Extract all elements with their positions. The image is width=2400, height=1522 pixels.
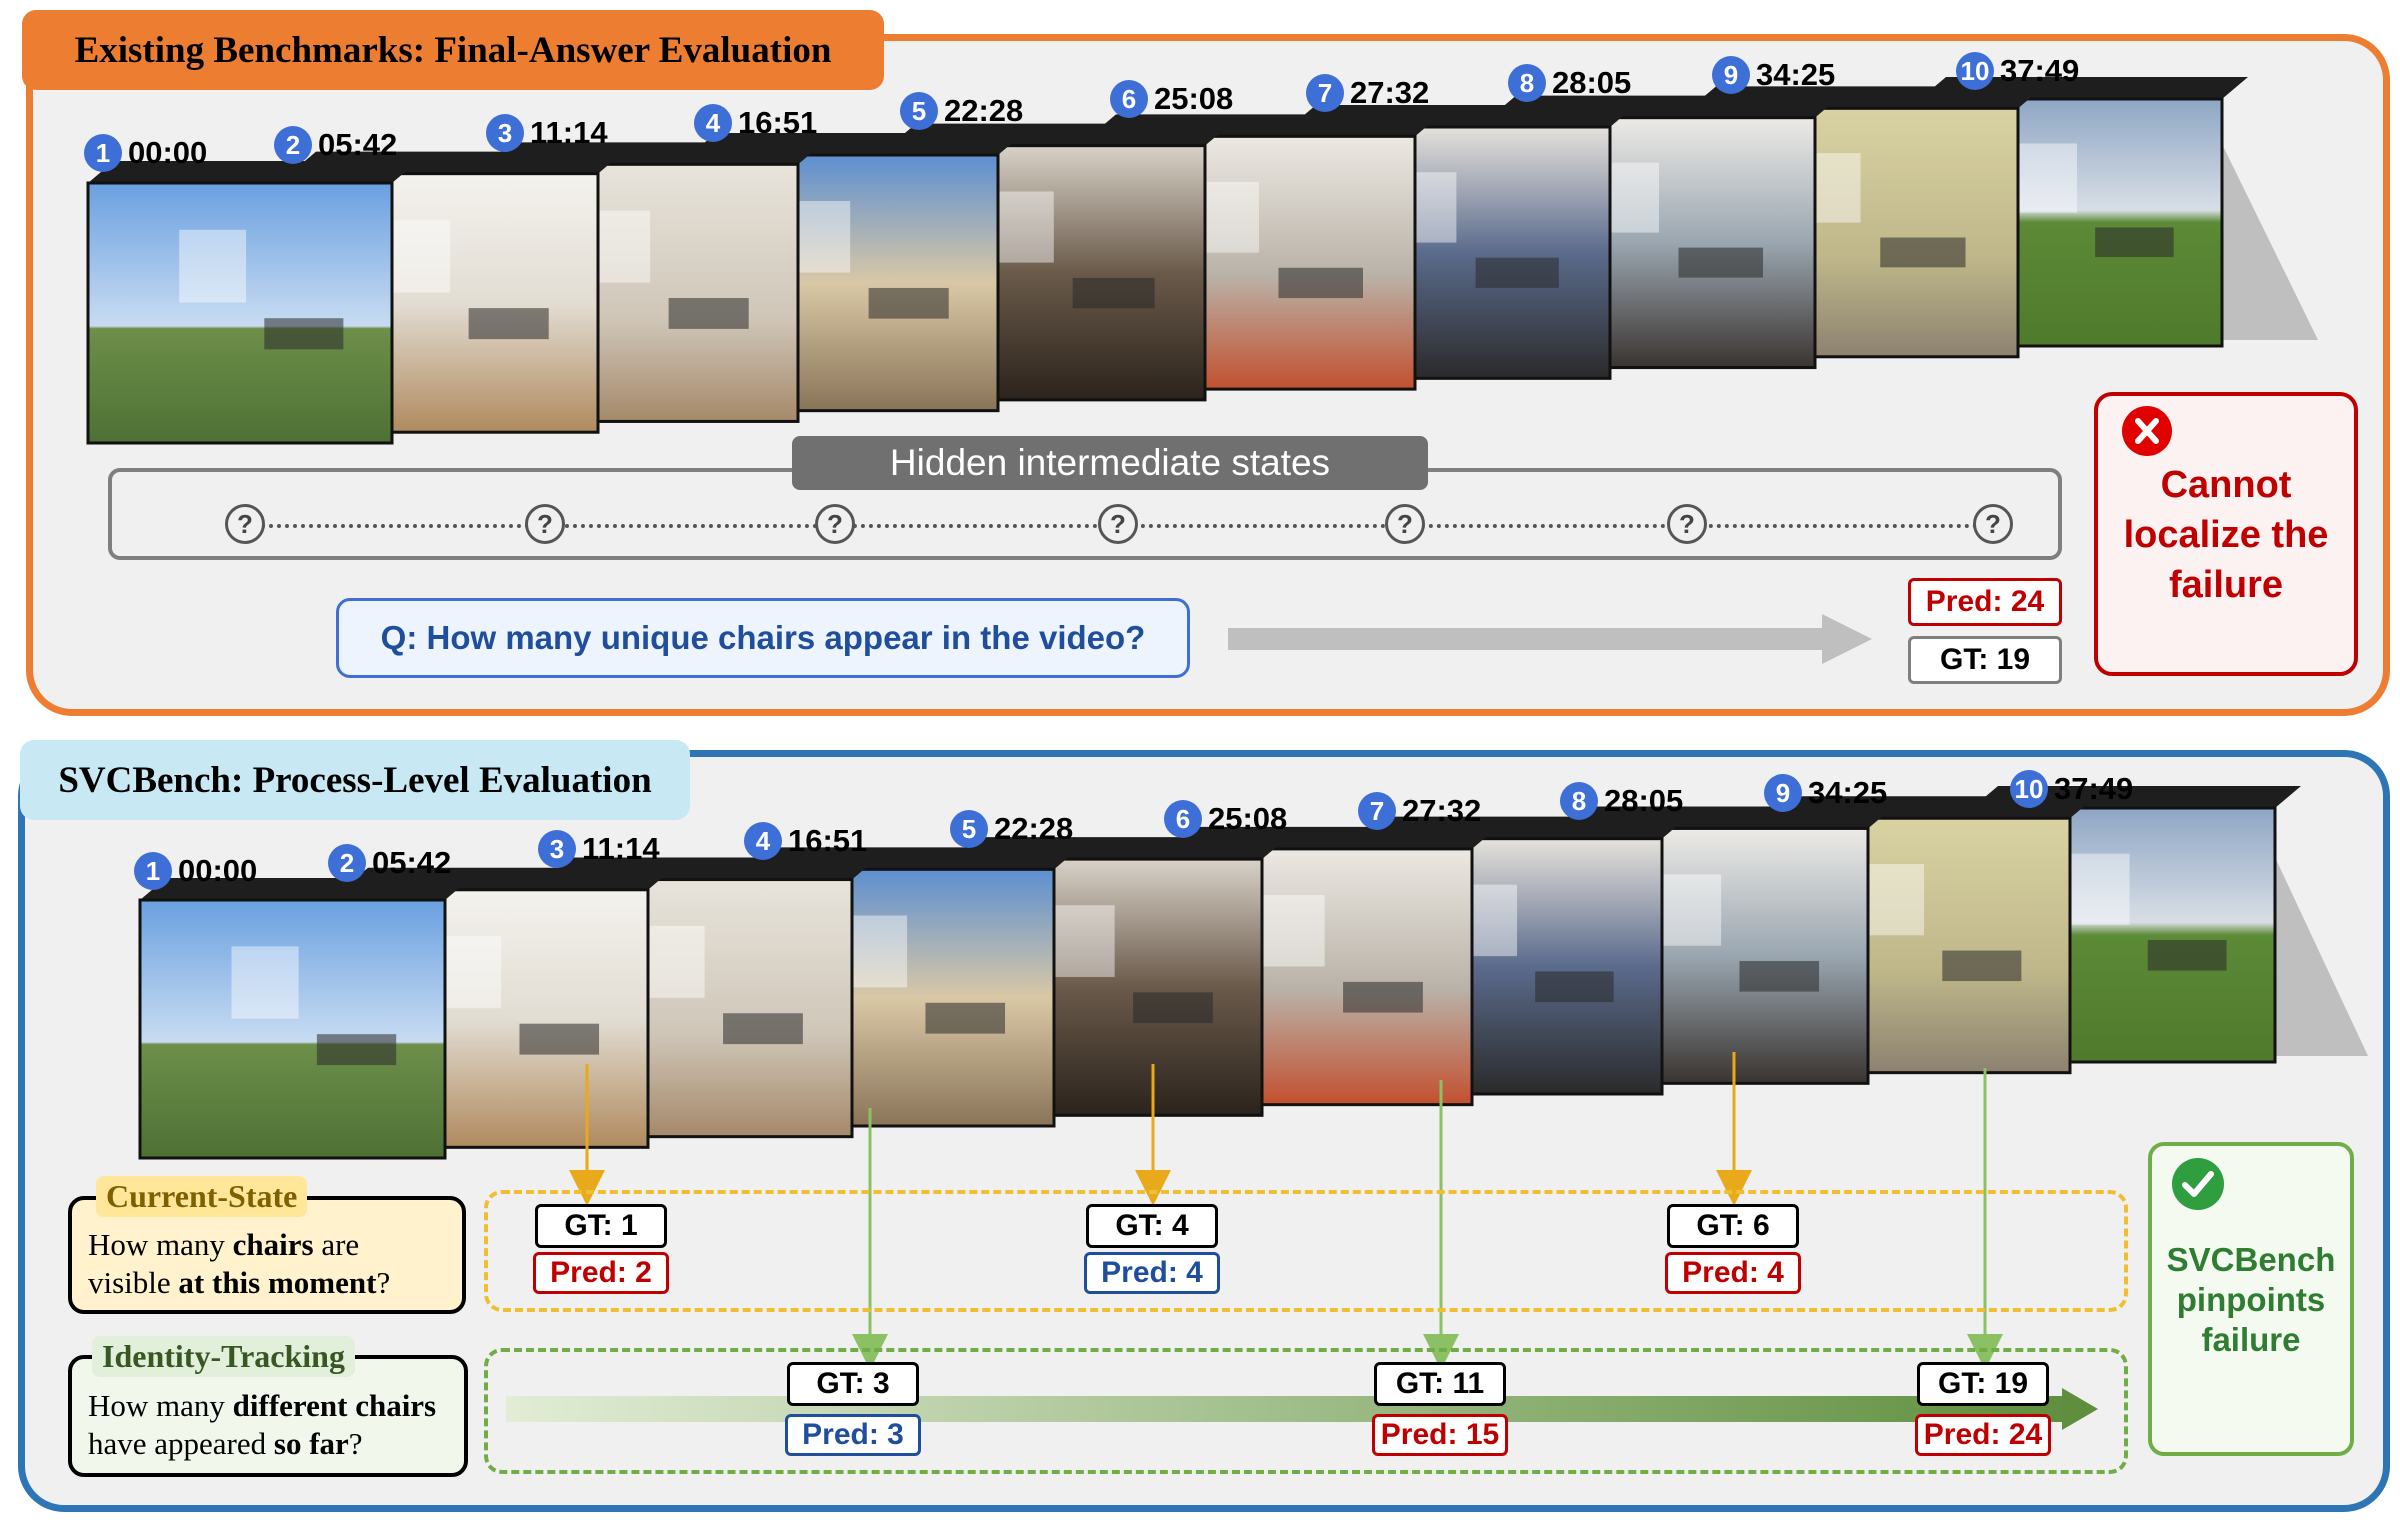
identity-question-part: How many: [88, 1388, 233, 1423]
identity-tracking-label: Identity-Tracking: [92, 1336, 355, 1377]
timestamp-index: 4: [744, 822, 782, 860]
strip-shadow: [2200, 99, 2318, 340]
timestamp-index: 8: [1560, 782, 1598, 820]
question-mark-icon: ?: [225, 504, 265, 544]
identity-question-part: ?: [348, 1426, 363, 1461]
process-level-title: SVCBench: Process-Level Evaluation: [20, 740, 690, 820]
current-state-pred-box: Pred: 4: [1084, 1252, 1220, 1294]
strip-shadow: [2252, 808, 2368, 1056]
video-frame-1: [138, 878, 471, 1160]
timestamp-time: 05:42: [372, 845, 452, 880]
identity-progress-arrow: [506, 1396, 2066, 1422]
check-icon: [2170, 1156, 2226, 1212]
timestamp-index: 8: [1508, 64, 1546, 102]
timestamp-time: 25:08: [1208, 801, 1288, 836]
timestamp-index: 10: [2010, 770, 2048, 808]
timestamp-time: 00:00: [178, 853, 258, 888]
final-pred-box: Pred: 24: [1908, 578, 2062, 626]
timestamp-time: 27:32: [1350, 75, 1430, 110]
current-state-row: [484, 1190, 2128, 1312]
timestamp-index: 1: [134, 852, 172, 890]
timestamp-index: 4: [694, 104, 732, 142]
success-text: SVCBench pinpoints failure: [2166, 1241, 2336, 1358]
identity-tracking-gt-box: GT: 3: [787, 1362, 919, 1406]
timestamp-index: 3: [538, 830, 576, 868]
question-mark-icon: ?: [1667, 504, 1707, 544]
timestamp-index: 10: [1956, 52, 1994, 90]
current-state-gt-box: GT: 1: [535, 1204, 667, 1248]
current-state-gt-box: GT: 6: [1667, 1204, 1799, 1248]
identity-tracking-gt-box: GT: 11: [1374, 1362, 1506, 1406]
timestamp-time: 05:42: [318, 127, 398, 162]
identity-tracking-pred-box: Pred: 15: [1372, 1414, 1508, 1456]
timestamp-index: 3: [486, 114, 524, 152]
timestamp-time: 28:05: [1552, 65, 1632, 100]
failure-text: Cannot localize the failure: [2123, 464, 2329, 606]
identity-tracking-row: [484, 1348, 2128, 1474]
current-state-question-part: ?: [376, 1265, 391, 1300]
final-answer-title: Existing Benchmarks: Final-Answer Evalua…: [22, 10, 884, 90]
question-mark-icon: ?: [1385, 504, 1425, 544]
identity-tracking-gt-box: GT: 19: [1917, 1362, 2049, 1406]
timestamp-time: 16:51: [788, 823, 868, 858]
bottom-frame-strip: [138, 786, 2368, 1160]
timestamp-time: 16:51: [738, 105, 818, 140]
timestamp-time: 28:05: [1604, 783, 1684, 818]
current-state-question-emph: chairs: [232, 1227, 314, 1262]
timestamp-index: 7: [1358, 792, 1396, 830]
timestamp-time: 00:00: [128, 135, 208, 170]
timestamp-index: 5: [950, 810, 988, 848]
timestamp-index: 6: [1164, 800, 1202, 838]
timestamp-index: 2: [328, 844, 366, 882]
timestamp-index: 6: [1110, 80, 1148, 118]
identity-question-part: have appeared: [88, 1426, 274, 1461]
current-state-pred-box: Pred: 2: [533, 1252, 669, 1294]
current-state-label: Current-State: [96, 1176, 308, 1217]
identity-question-emph: different chairs: [232, 1388, 437, 1423]
identity-progress-arrow-head: [2062, 1388, 2098, 1430]
timestamp-time: 22:28: [994, 811, 1074, 846]
identity-question-emph: so far: [273, 1426, 349, 1461]
question-arrow-head: [1822, 614, 1872, 664]
question-mark-icon: ?: [525, 504, 565, 544]
x-icon: [2120, 404, 2174, 458]
timestamp-index: 9: [1764, 774, 1802, 812]
question-mark-icon: ?: [1973, 504, 2013, 544]
timestamp-time: 27:32: [1402, 793, 1482, 828]
video-frame-1: [86, 161, 418, 445]
timestamp-time: 25:08: [1154, 81, 1234, 116]
final-answer-question: Q: How many unique chairs appear in the …: [336, 598, 1190, 678]
timestamp-time: 11:14: [530, 115, 608, 150]
current-state-question-part: are visible: [88, 1227, 360, 1300]
timestamp-index: 9: [1712, 56, 1750, 94]
timestamp-index: 5: [900, 92, 938, 130]
timestamp-index: 7: [1306, 74, 1344, 112]
question-mark-icon: ?: [1098, 504, 1138, 544]
timestamp-time: 34:25: [1808, 775, 1888, 810]
timestamp-time: 22:28: [944, 93, 1024, 128]
question-arrow-shaft: [1228, 628, 1828, 650]
current-state-question-emph: at this moment: [178, 1265, 377, 1300]
identity-tracking-pred-box: Pred: 3: [785, 1414, 921, 1456]
timestamp-time: 37:49: [2000, 53, 2080, 88]
final-gt-box: GT: 19: [1908, 636, 2062, 684]
current-state-gt-box: GT: 4: [1086, 1204, 1218, 1248]
identity-tracking-pred-box: Pred: 24: [1915, 1414, 2051, 1456]
timestamp-index: 1: [84, 134, 122, 172]
hidden-states-label: Hidden intermediate states: [792, 436, 1428, 490]
timestamp-index: 2: [274, 126, 312, 164]
timestamp-time: 37:49: [2054, 771, 2134, 806]
current-state-question-part: How many: [88, 1227, 233, 1262]
timestamp-time: 34:25: [1756, 57, 1836, 92]
timestamp-time: 11:14: [582, 831, 660, 866]
top-frame-strip: [86, 77, 2318, 445]
current-state-pred-box: Pred: 4: [1665, 1252, 1801, 1294]
question-mark-icon: ?: [815, 504, 855, 544]
